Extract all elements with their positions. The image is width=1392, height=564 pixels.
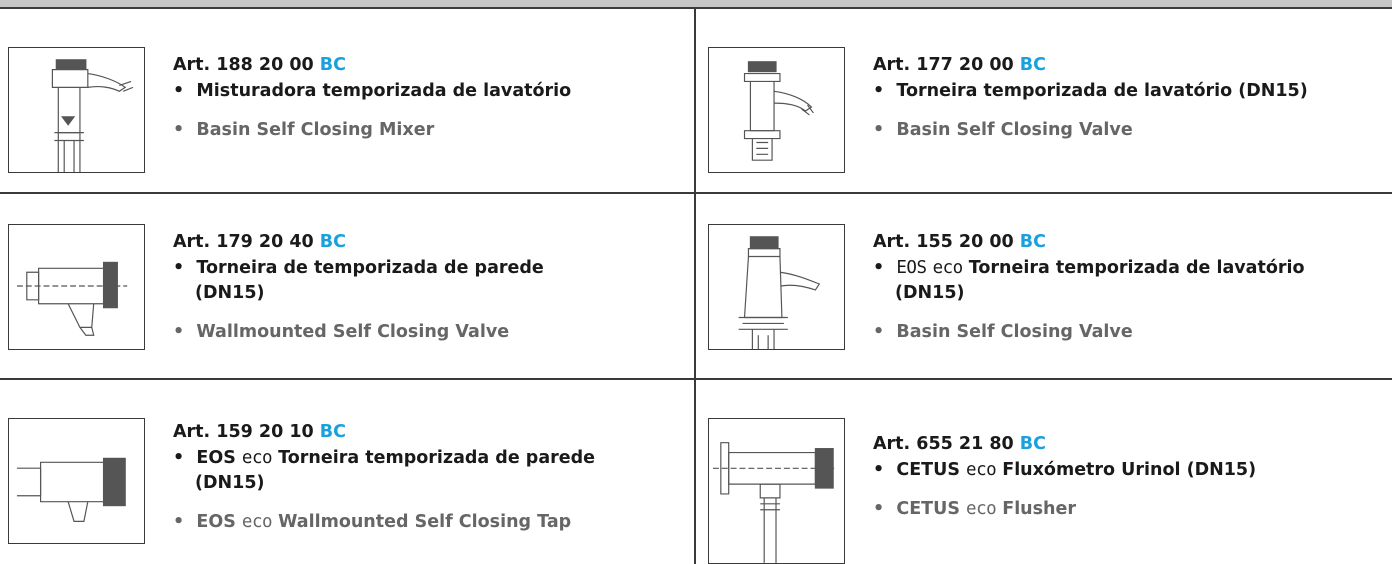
column-divider	[694, 9, 696, 564]
product-image-cetus-flusher	[708, 418, 845, 564]
article-number: Art. 179 20 40	[173, 232, 314, 252]
faucet-drawing-icon	[738, 236, 821, 349]
article-number: Art. 159 20 10	[173, 422, 314, 442]
product-grid: Art. 188 20 00 BC • Misturadora temporiz…	[0, 9, 1392, 564]
product-text: Art. 155 20 00 BC • EOS eco Torneira tem…	[873, 230, 1388, 344]
article-number: Art. 177 20 00	[873, 55, 1014, 75]
bc-code: BC	[1019, 232, 1046, 252]
product-text: Art. 179 20 40 BC • Torneira de temporiz…	[173, 230, 683, 344]
product-cell-159-20-10: Art. 159 20 10 BC • EOS eco Torneira tem…	[0, 380, 694, 564]
faucet-drawing-icon	[743, 61, 814, 161]
bc-code: BC	[1019, 434, 1046, 454]
english-description: • EOS eco Wallmounted Self Closing Tap	[173, 512, 572, 532]
english-description: • Basin Self Closing Valve	[873, 120, 1133, 140]
eos-logo-text: EOS	[896, 258, 927, 278]
portuguese-description: • Misturadora temporizada de lavatório	[173, 81, 572, 101]
bc-code: BC	[319, 55, 346, 75]
article-number: Art. 155 20 00	[873, 232, 1014, 252]
product-cell-188-20-00: Art. 188 20 00 BC • Misturadora temporiz…	[0, 9, 694, 192]
product-image-eos-wall-tap	[8, 418, 145, 544]
english-description: • Wallmounted Self Closing Valve	[173, 322, 510, 342]
product-text: Art. 655 21 80 BC • CETUS eco Fluxómetro…	[873, 432, 1388, 521]
faucet-drawing-icon	[51, 59, 134, 172]
english-description: • Basin Self Closing Valve	[873, 322, 1133, 342]
portuguese-description: • EOS eco Torneira temporizada de parede…	[173, 448, 596, 493]
bc-code: BC	[1019, 55, 1046, 75]
eco-logo-text: eco	[241, 448, 273, 468]
portuguese-description: • CETUS eco Fluxómetro Urinol (DN15)	[873, 460, 1257, 480]
product-text: Art. 177 20 00 BC • Torneira temporizada…	[873, 53, 1388, 142]
eco-logo-text: eco	[932, 258, 964, 278]
article-number: Art. 655 21 80	[873, 434, 1014, 454]
eco-logo-text: eco	[241, 512, 273, 532]
eco-logo-text: eco	[966, 460, 997, 480]
product-text: Art. 159 20 10 BC • EOS eco Torneira tem…	[173, 420, 688, 534]
eco-logo-text: eco	[966, 499, 997, 519]
portuguese-description: • Torneira de temporizada de parede (DN1…	[173, 258, 544, 303]
product-image-eos-basin-valve	[708, 224, 845, 350]
row-divider	[0, 192, 1392, 194]
row-divider	[0, 378, 1392, 380]
product-cell-177-20-00: Art. 177 20 00 BC • Torneira temporizada…	[696, 9, 1392, 192]
portuguese-description: • EOS eco Torneira temporizada de lavató…	[873, 258, 1305, 303]
english-description: • Basin Self Closing Mixer	[173, 120, 435, 140]
faucet-drawing-icon	[16, 457, 126, 522]
portuguese-description: • Torneira temporizada de lavatório (DN1…	[873, 81, 1308, 101]
product-image-basin-valve	[708, 47, 845, 173]
article-number: Art. 188 20 00	[173, 55, 314, 75]
bc-code: BC	[319, 422, 346, 442]
product-cell-655-21-80: Art. 655 21 80 BC • CETUS eco Fluxómetro…	[696, 380, 1392, 564]
product-text: Art. 188 20 00 BC • Misturadora temporiz…	[173, 53, 683, 142]
bc-code: BC	[319, 232, 346, 252]
flusher-drawing-icon	[712, 442, 838, 563]
header-band	[0, 0, 1392, 9]
product-image-basin-mixer	[8, 47, 145, 173]
product-cell-155-20-00: Art. 155 20 00 BC • EOS eco Torneira tem…	[696, 194, 1392, 378]
english-description: • CETUS eco Flusher	[873, 499, 1077, 519]
faucet-drawing-icon	[16, 261, 128, 336]
product-cell-179-20-40: Art. 179 20 40 BC • Torneira de temporiz…	[0, 194, 694, 378]
product-image-wall-valve	[8, 224, 145, 350]
